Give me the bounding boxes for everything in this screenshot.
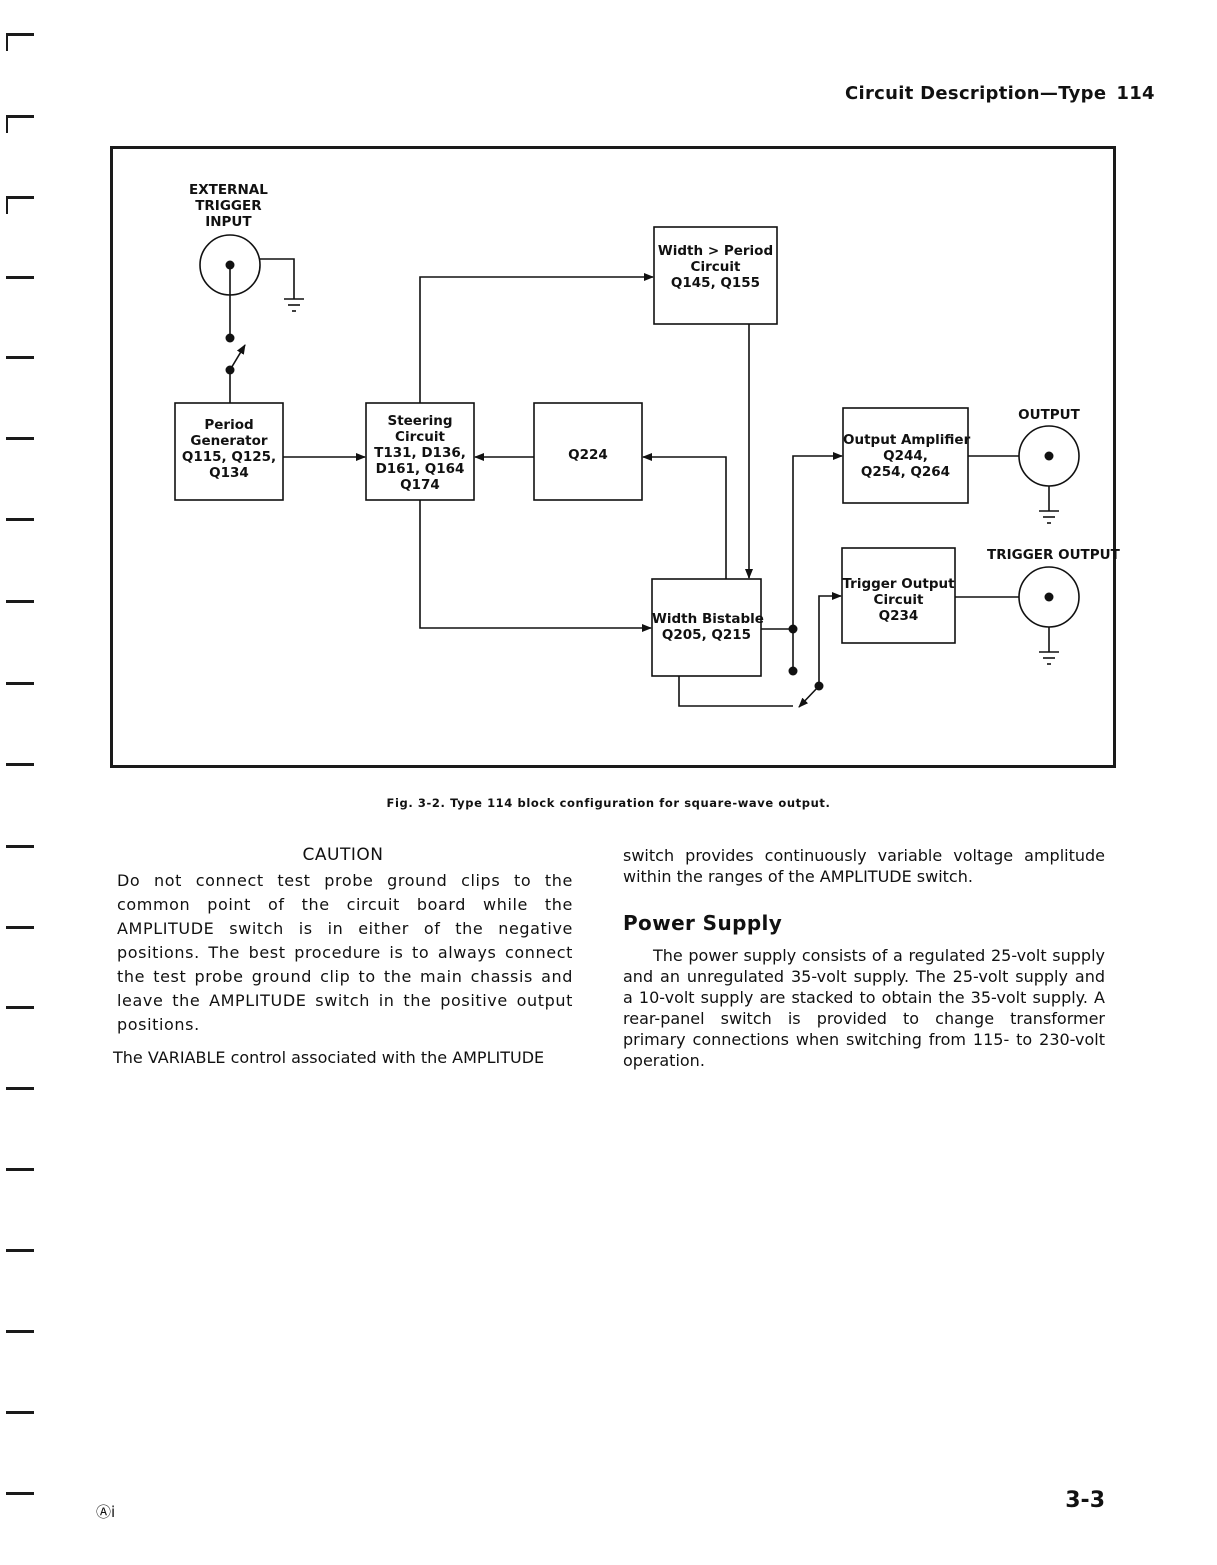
power-supply-heading: Power Supply <box>623 911 783 935</box>
label-line: Circuit <box>690 259 741 275</box>
figure-caption: Fig. 3-2. Type 114 block configuration f… <box>386 796 831 810</box>
label-line: EXTERNAL <box>189 182 268 198</box>
margin-tick <box>6 276 34 279</box>
power-supply-paragraph: The power supply consists of a regulated… <box>623 946 1105 1070</box>
period-generator-block <box>174 402 284 501</box>
caution-title: CAUTION <box>302 845 384 865</box>
header-title: Circuit Description—Type <box>845 83 1107 104</box>
label-line: Circuit <box>873 592 924 608</box>
label-line: Period <box>204 417 254 433</box>
output-amplifier-label: Output Amplifier Q244, Q254, Q264 <box>843 432 971 480</box>
left-column: CAUTION Do not connect test probe ground… <box>113 845 573 1068</box>
margin-tick <box>6 1087 34 1090</box>
label-line: Output Amplifier <box>843 432 971 448</box>
label-line: Q244, <box>883 448 928 464</box>
label-line: Q115, Q125, <box>181 449 277 465</box>
label-line: Q224 <box>568 447 608 463</box>
label-line: Width Bistable <box>652 611 764 627</box>
label-line: T131, D136, <box>374 445 466 461</box>
header-type-number: 114 <box>1116 83 1155 104</box>
label-line: Width > Period <box>657 243 774 259</box>
margin-tick <box>6 1249 34 1252</box>
label-line: Steering <box>387 413 453 429</box>
margin-tick <box>6 437 34 440</box>
margin-tick <box>6 1330 34 1333</box>
trigger-output-circuit-block <box>841 547 956 644</box>
label-line: TRIGGER OUTPUT <box>987 547 1120 563</box>
margin-tick <box>6 196 34 214</box>
external-trigger-input-label: EXTERNAL TRIGGER INPUT <box>189 182 268 230</box>
output-label: OUTPUT <box>1009 407 1089 423</box>
margin-tick <box>6 356 34 359</box>
label-line: Q205, Q215 <box>661 627 752 643</box>
steering-circuit-label: Steering Circuit T131, D136, D161, Q164 … <box>366 413 474 493</box>
margin-tick <box>6 682 34 685</box>
margin-tick <box>6 1411 34 1414</box>
block-diagram: EXTERNAL TRIGGER INPUT Period Generator … <box>110 146 1120 768</box>
margin-tick <box>6 1168 34 1171</box>
width-bistable-label: Width Bistable Q205, Q215 <box>652 611 764 643</box>
label-line: Q134 <box>209 465 249 481</box>
margin-tick <box>6 763 34 766</box>
margin-tick <box>6 600 34 603</box>
label-line: INPUT <box>205 214 252 230</box>
q224-block <box>533 402 643 501</box>
amplitude-paragraph-continued: switch provides continuously variable vo… <box>623 846 1105 886</box>
label-line: OUTPUT <box>1018 407 1080 423</box>
diagram-wiring <box>174 226 1080 708</box>
width-period-block <box>653 226 778 325</box>
label-line: Q145, Q155 <box>670 275 761 291</box>
revision-mark: Ⓐi <box>96 1503 116 1521</box>
label-line: Q234 <box>878 608 919 624</box>
variable-control-paragraph: The VARIABLE control associated with the… <box>113 1048 545 1067</box>
margin-tick <box>6 1006 34 1009</box>
label-line: Q174 <box>400 477 440 493</box>
label-line: TRIGGER <box>195 198 262 214</box>
label-line: Generator <box>190 433 268 449</box>
trigger-output-label: TRIGGER OUTPUT <box>987 547 1120 563</box>
margin-tick <box>6 115 34 133</box>
page-number: 3-3 <box>1065 1488 1105 1513</box>
margin-tick <box>6 926 34 929</box>
label-line: D161, Q164 <box>375 461 465 477</box>
q224-label: Q224 <box>534 447 642 463</box>
width-bistable-block <box>651 578 762 677</box>
label-line: Q254, Q264 <box>860 464 951 480</box>
margin-tick <box>6 33 34 51</box>
width-period-label: Width > Period Circuit Q145, Q155 <box>654 243 777 291</box>
margin-tick <box>6 518 34 521</box>
label-line: Circuit <box>395 429 445 445</box>
page-header: Circuit Description—Type 114 <box>845 83 1155 104</box>
trigger-output-circuit-label: Trigger Output Circuit Q234 <box>842 576 955 624</box>
caution-text: Do not connect test probe ground clips t… <box>117 871 573 1034</box>
period-generator-label: Period Generator Q115, Q125, Q134 <box>175 417 283 481</box>
margin-tick <box>6 1492 34 1495</box>
label-line: Trigger Output <box>842 576 955 592</box>
margin-tick <box>6 845 34 848</box>
right-column: switch provides continuously variable vo… <box>623 845 1105 1071</box>
